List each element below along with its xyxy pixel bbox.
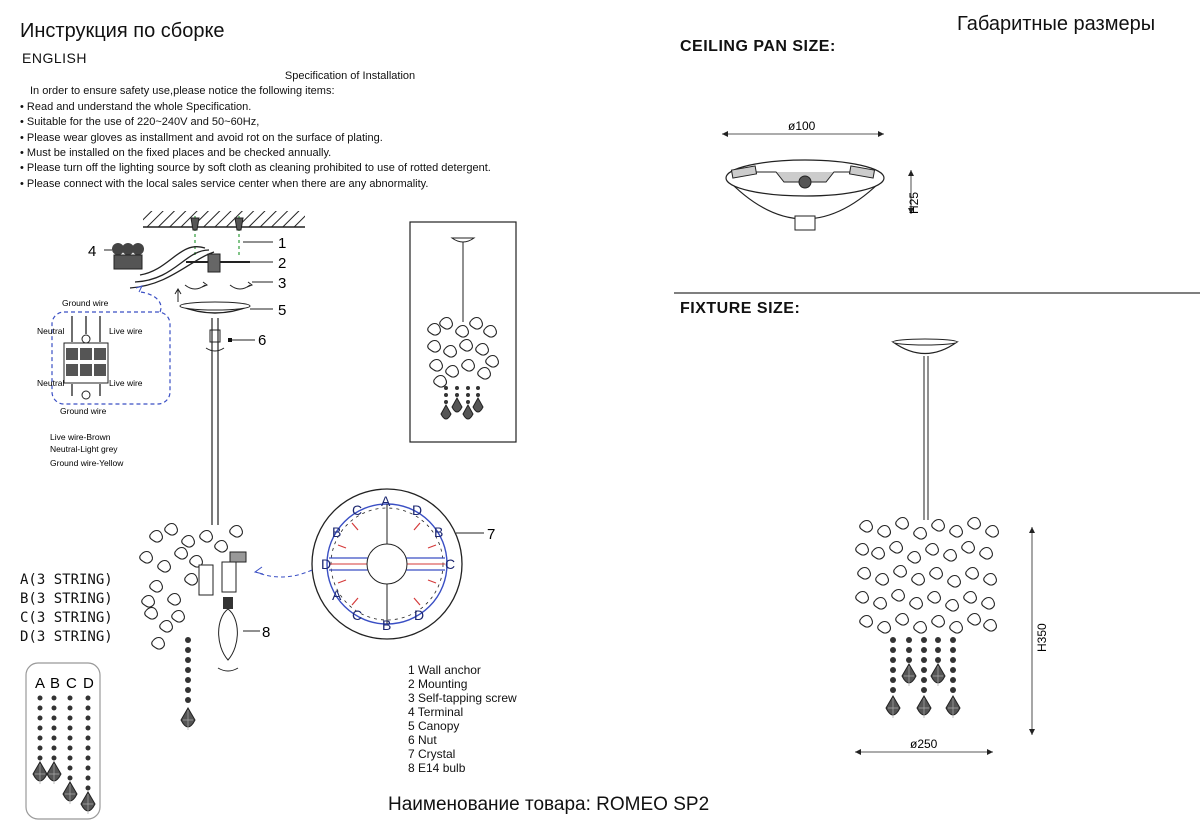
spec-item: • Please wear gloves as installment and … <box>20 131 383 144</box>
callout-3: 3 <box>278 275 286 292</box>
string-d-label: D(3 STRING) <box>20 629 113 645</box>
crystal-ring-letters: B C A D B D C A C B D <box>321 493 455 633</box>
svg-text:A: A <box>35 675 45 692</box>
svg-text:B: B <box>434 524 443 540</box>
wire-color-live: Live wire-Brown <box>50 432 111 442</box>
ceiling-mount-assembly <box>112 211 305 525</box>
spec-intro: In order to ensure safety use,please not… <box>30 85 335 98</box>
crystal-ring-detail <box>253 488 463 640</box>
ceiling-pan-heading: CEILING PAN SIZE: <box>680 38 836 55</box>
wiring-diagram <box>51 285 171 405</box>
dimensions-title: Габаритные размеры <box>957 13 1156 35</box>
spec-item: • Read and understand the whole Specific… <box>20 100 252 113</box>
svg-text:A: A <box>332 587 342 603</box>
callout-4: 4 <box>88 243 96 260</box>
svg-text:B: B <box>50 675 60 692</box>
spec-item: • Suitable for the use of 220~240V and 5… <box>20 116 260 129</box>
strings-box <box>25 662 101 820</box>
part-item: 4 Terminal <box>408 705 464 719</box>
svg-text:C: C <box>445 556 455 572</box>
string-c-label: C(3 STRING) <box>20 610 113 626</box>
fixture-size-heading: FIXTURE SIZE: <box>680 300 801 317</box>
callout-6: 6 <box>258 332 266 349</box>
fixture-diameter: ø250 <box>910 737 938 751</box>
part-item: 3 Self-tapping screw <box>408 691 517 705</box>
callout-2: 2 <box>278 255 286 272</box>
spec-title: Specification of Installation <box>284 70 416 82</box>
ceiling-diameter: ø100 <box>788 119 816 133</box>
fixture-size-drawing <box>855 338 1035 755</box>
svg-text:D: D <box>414 607 424 623</box>
svg-text:A: A <box>381 493 391 509</box>
string-letters: A B C D <box>35 675 94 692</box>
fixture-preview-box <box>409 221 517 443</box>
callout-5: 5 <box>278 302 286 319</box>
language-label: ENGLISH <box>22 50 87 66</box>
callout-7: 7 <box>487 526 495 543</box>
spec-item: • Must be installed on the fixed places … <box>20 147 332 160</box>
specification-block: Specification of Installation In order t… <box>20 69 560 192</box>
neutral-top-label: Neutral <box>37 326 65 336</box>
product-name: Наименование товара: ROMEO SP2 <box>388 794 710 815</box>
part-item: 6 Nut <box>408 733 437 747</box>
parts-list: 1 Wall anchor 2 Mounting 3 Self-tapping … <box>408 663 517 775</box>
ground-wire-top-label: Ground wire <box>62 298 109 308</box>
callout-8: 8 <box>262 624 270 641</box>
svg-text:C: C <box>352 607 362 623</box>
callout-lines <box>104 241 484 632</box>
svg-text:D: D <box>321 556 331 572</box>
ceiling-pan-drawing <box>722 131 914 231</box>
ground-wire-bottom-label: Ground wire <box>60 406 107 416</box>
live-top-label: Live wire <box>109 326 143 336</box>
svg-text:C: C <box>352 502 362 518</box>
svg-text:B: B <box>382 617 391 633</box>
part-item: 7 Crystal <box>408 747 456 761</box>
neutral-bottom-label: Neutral <box>37 378 65 388</box>
live-bottom-label: Live wire <box>109 378 143 388</box>
spec-item: • Please connect with the local sales se… <box>20 177 429 190</box>
part-item: 1 Wall anchor <box>408 663 481 677</box>
svg-text:C: C <box>66 675 77 692</box>
instruction-title: Инструкция по сборке <box>20 20 225 42</box>
string-b-label: B(3 STRING) <box>20 591 113 607</box>
ceiling-height: H25 <box>907 192 921 214</box>
spec-item: • Please turn off the lighting source by… <box>20 162 491 175</box>
part-item: 5 Canopy <box>408 719 460 733</box>
svg-text:B: B <box>332 524 341 540</box>
svg-text:D: D <box>83 675 94 692</box>
wire-color-neutral: Neutral-Light grey <box>50 444 118 454</box>
wire-color-ground: Ground wire-Yellow <box>50 458 124 468</box>
svg-text:D: D <box>412 502 422 518</box>
fixture-body-left <box>139 522 247 731</box>
fixture-height: H350 <box>1035 623 1049 652</box>
callout-1: 1 <box>278 235 286 252</box>
part-item: 2 Mounting <box>408 677 468 691</box>
part-item: 8 E14 bulb <box>408 761 466 775</box>
string-a-label: A(3 STRING) <box>20 572 113 588</box>
string-legend: A(3 STRING) B(3 STRING) C(3 STRING) D(3 … <box>20 571 113 647</box>
